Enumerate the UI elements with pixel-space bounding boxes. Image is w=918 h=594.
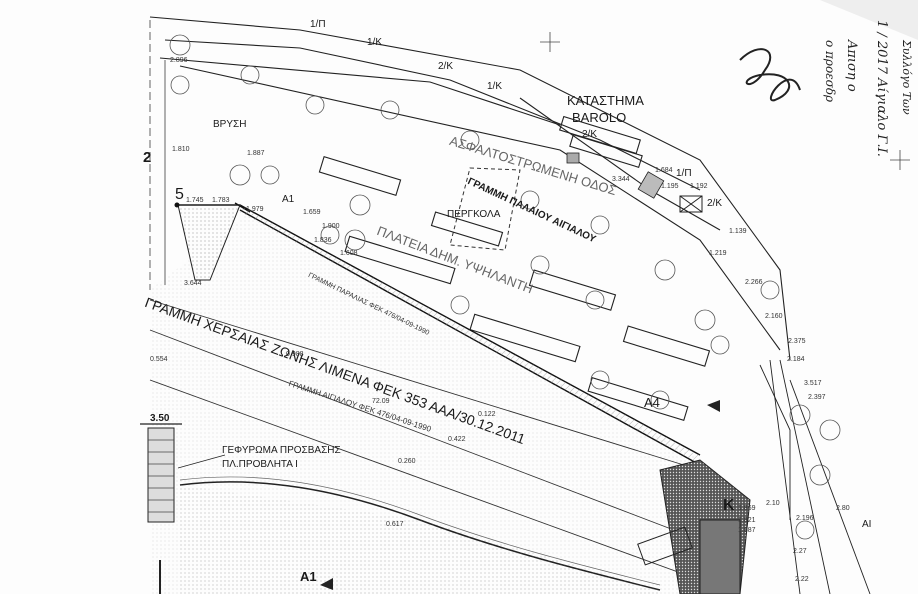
elev: 1.608 xyxy=(340,250,358,257)
elev: 1.810 xyxy=(172,146,190,153)
elev: 2.397 xyxy=(808,394,826,401)
shore-fill xyxy=(180,485,660,594)
label-k: K xyxy=(723,497,735,514)
wall-hatch xyxy=(240,205,700,465)
label-fp2: 1/Π xyxy=(676,168,692,179)
label-vrysi: ΒΡΥΣΗ xyxy=(213,119,247,130)
label-katastima: ΚΑΤΑΣΤΗΜΑ xyxy=(567,93,644,108)
handwriting-2: Απιση ο xyxy=(844,40,859,92)
elev: 3.344 xyxy=(612,176,630,183)
label-a1: A1 xyxy=(300,569,317,584)
benches xyxy=(318,115,711,421)
elev: 2.22 xyxy=(795,576,809,583)
label-fp1: 1/Π xyxy=(310,19,326,30)
elev: 1.821 xyxy=(738,517,756,524)
corner-fill xyxy=(177,204,241,281)
elev: 2.27 xyxy=(793,548,807,555)
dotted-area xyxy=(150,212,700,594)
elev: 2.896 xyxy=(170,57,188,64)
elev: 1.900 xyxy=(322,223,340,230)
elev: 0.554 xyxy=(150,356,168,363)
elev: 1.887 xyxy=(738,527,756,534)
elev: 1.684 xyxy=(655,167,673,174)
label-scale: 3.50 xyxy=(150,413,170,424)
elev: 1.836 xyxy=(314,237,332,244)
elev: 1.219 xyxy=(709,250,727,257)
label-gefyroma2: ΠΛ.ΠΡΟΒΛΗΤΑ Ι xyxy=(222,459,298,470)
elev: 1.783 xyxy=(212,197,230,204)
handwriting-4: Συλλόγο Των xyxy=(900,40,913,115)
trees xyxy=(169,34,841,540)
elev: 1.192 xyxy=(690,183,708,190)
label-fk2a: 2/K xyxy=(438,61,454,72)
elev: 2.80 xyxy=(836,505,850,512)
elev: 1.869 xyxy=(738,505,756,512)
elev: 2.160 xyxy=(765,313,783,320)
label-a4: A4 xyxy=(644,395,660,410)
elev: 2.184 xyxy=(787,356,805,363)
label-gefyroma1: ΓΕΦΥΡΩΜΑ ΠΡΟΣΒΑΣΗΣ xyxy=(222,445,341,456)
label-barolo: BAROLO xyxy=(572,110,627,125)
elev: 1.195 xyxy=(661,183,679,190)
elev: 0.122 xyxy=(478,411,496,418)
elev: 2.10 xyxy=(766,500,780,507)
label-pergkola: ΠΕΡΓΚΟΛΑ xyxy=(447,209,501,220)
label-five: 5 xyxy=(175,186,184,203)
gangway xyxy=(147,427,175,523)
handwriting-3: ο προεσδρ xyxy=(823,40,837,103)
coast-lines xyxy=(149,299,701,581)
label-fk1: 1/K xyxy=(367,37,383,48)
elev: 0.260 xyxy=(398,458,416,465)
elev: 1.659 xyxy=(303,209,321,216)
elev: 2.196 xyxy=(796,515,814,522)
elev: 0.617 xyxy=(386,521,404,528)
label-fk2c: 2/K xyxy=(707,198,723,209)
label-ai: AI xyxy=(862,519,872,530)
shoreline-2 xyxy=(179,476,661,586)
elev: 1.979 xyxy=(246,206,264,213)
elev: 1.139 xyxy=(729,228,747,235)
right-lines xyxy=(759,359,871,594)
label-fk1b: 1/K xyxy=(487,81,503,92)
label-a1b: A1 xyxy=(282,194,295,205)
elev: 3.517 xyxy=(804,380,822,387)
road-lines xyxy=(149,16,791,361)
elev: 0.988 xyxy=(286,351,304,358)
handwriting-1: 1 / 2017 Αίγιαλο Γ.Ι. xyxy=(874,20,889,157)
elev: 0.422 xyxy=(448,436,466,443)
elev: 3.644 xyxy=(184,280,202,287)
signature xyxy=(739,48,801,102)
label-two: 2 xyxy=(143,149,152,166)
elev: 2.266 xyxy=(745,279,763,286)
stairs xyxy=(566,152,665,199)
pergola-outline xyxy=(449,167,521,251)
elev: 2.375 xyxy=(788,338,806,345)
elev: 1.887 xyxy=(247,150,265,157)
label-fk2b: 2/K xyxy=(582,129,598,140)
elev: 1.745 xyxy=(186,197,204,204)
elev: 72.09 xyxy=(372,398,390,405)
